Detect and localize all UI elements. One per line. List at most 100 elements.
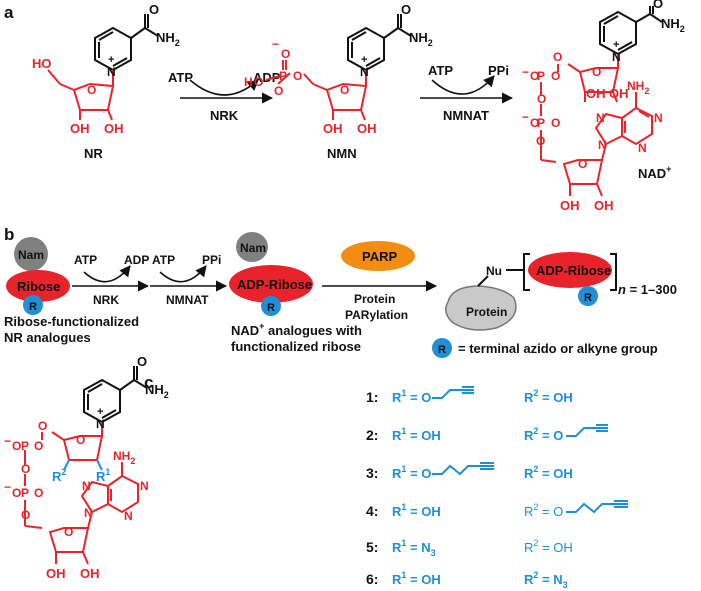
nr-amide-nh2: NH2 <box>156 30 180 48</box>
nmn-amide-nh2: NH2 <box>409 30 433 48</box>
c-o-1: O <box>12 439 21 453</box>
c-p-2: P <box>21 486 29 500</box>
b-nmnat-enzyme: NMNAT <box>166 293 209 307</box>
nad-adenine-n1: N <box>654 111 663 125</box>
row-6-num: 6: <box>366 571 378 587</box>
nmnat-atp: ATP <box>428 63 453 78</box>
ribose-ellipse <box>6 270 70 302</box>
nmn-oh-2: OH <box>357 121 377 136</box>
nam-mid-text: Nam <box>240 241 266 255</box>
nmnat-ppi: PPi <box>488 63 509 78</box>
row-1-r2: R2 = OH <box>524 388 573 405</box>
panel-b-label: b <box>4 225 14 244</box>
panel-a-label: a <box>4 3 14 22</box>
nad-oh-3: OH <box>560 198 580 213</box>
c-oh-2: OH <box>80 566 100 581</box>
c-oh-1: OH <box>46 566 66 581</box>
row-6-r1: R1 = OH <box>392 570 441 587</box>
nam-circle-left <box>14 237 48 271</box>
row-5-r2: R2 = OH <box>524 538 573 555</box>
protein-parylation-1: Protein <box>354 292 395 306</box>
nmn-plus: + <box>361 54 367 66</box>
nmn-ring-n: N <box>360 65 369 79</box>
nmn-ho-h: H <box>244 75 253 89</box>
n-range: n = 1–300 <box>618 282 677 297</box>
row-4-r2: R2 = O <box>524 502 563 519</box>
nad-p2-o: O <box>551 116 560 130</box>
legend-text: = terminal azido or alkyne group <box>458 341 658 356</box>
c-adenine-n1: N <box>140 479 149 493</box>
bracket-left <box>523 253 530 291</box>
nad-ring-o-bottom: O <box>578 157 587 171</box>
parp-text: PARP <box>362 249 397 264</box>
protein-blob <box>445 285 517 331</box>
nmn-p-o-left: O <box>254 75 263 89</box>
analogue-table: 1: R1 = O R2 = OH 2: R1 = OH R2 = O 3: R… <box>366 386 628 590</box>
c-minus-2: − <box>4 480 11 494</box>
nmn-p-o-top: O <box>281 47 290 61</box>
c-minus-1: − <box>4 434 11 448</box>
nr-plus: + <box>108 54 114 66</box>
nad-plus: + <box>613 39 619 51</box>
nad-amide-nh2: NH2 <box>661 16 685 34</box>
protein-text: Protein <box>466 305 507 319</box>
c-adenine-n7: N <box>82 479 91 493</box>
nam-left-text: Nam <box>18 248 44 262</box>
adp-ribose-mid-text: ADP-Ribose <box>237 277 312 292</box>
nr-oh-1: OH <box>70 121 90 136</box>
nmn-oh-1: OH <box>323 121 343 136</box>
nmn-p-o-right: O <box>293 69 302 83</box>
row-3-butynyl <box>432 464 494 476</box>
legend-r-circle <box>432 338 452 358</box>
c-amide-nh2: NH2 <box>145 382 169 400</box>
row-1-propargyl <box>432 389 474 399</box>
r-mid-text: R <box>267 302 275 314</box>
nad-molecule <box>540 6 663 197</box>
ribose-text: Ribose <box>17 279 60 294</box>
nmn-label: NMN <box>327 146 357 161</box>
nr-ring-n: N <box>107 65 116 79</box>
arrow-b-nmnat-cofactor <box>159 265 207 283</box>
c-adenine-n9: N <box>84 506 93 520</box>
c-ring-o-top: O <box>76 433 85 447</box>
row-2-num: 2: <box>366 427 378 443</box>
nmn-molecule <box>265 14 412 121</box>
nad-bridge-o: O <box>537 92 546 106</box>
nad-minus-2: − <box>522 110 529 124</box>
parp-ellipse <box>341 241 415 271</box>
adp-ribose-right-ellipse <box>528 252 612 288</box>
caption-mid-2: functionalized ribose <box>231 339 361 354</box>
nrk-enzyme: NRK <box>210 108 239 123</box>
nr-oh-2: OH <box>104 121 124 136</box>
row-2-r2: R2 = O <box>524 426 563 443</box>
nmn-ring-o: O <box>340 83 349 97</box>
c-r2: R2 <box>52 467 66 484</box>
row-1-num: 1: <box>366 389 378 405</box>
c-ring-n: N <box>96 417 105 431</box>
row-4-butynyl <box>566 502 628 514</box>
nmn-p: P <box>279 69 287 83</box>
nr-ring-o: O <box>87 83 96 97</box>
bracket-right <box>610 253 617 291</box>
nrk-atp: ATP <box>168 70 193 85</box>
nu-text: Nu <box>486 264 502 278</box>
nu-bond <box>477 275 489 287</box>
c-adenine-nh2: NH2 <box>113 449 135 466</box>
nmnat-enzyme: NMNAT <box>443 108 489 123</box>
b-nmnat-ppi: PPi <box>202 253 221 267</box>
nmn-p-o-bottom: O <box>274 84 283 98</box>
nad-o-5b: O <box>536 134 545 148</box>
row-3-num: 3: <box>366 465 378 481</box>
adp-ribose-right-text: ADP-Ribose <box>536 263 611 278</box>
row-5-r1: R1 = N3 <box>392 538 436 558</box>
row-2-r1: R1 = OH <box>392 426 441 443</box>
row-4-r1: R1 = OH <box>392 502 441 519</box>
nad-adenine-n7: N <box>596 111 605 125</box>
nad-adenine-nh2: NH2 <box>627 79 649 96</box>
b-nmnat-atp: ATP <box>152 253 175 267</box>
c-bridge-o: O <box>21 462 30 476</box>
row-3-r2: R2 = OH <box>524 464 573 481</box>
nr-label: NR <box>84 146 103 161</box>
r-circle-left <box>23 295 43 315</box>
